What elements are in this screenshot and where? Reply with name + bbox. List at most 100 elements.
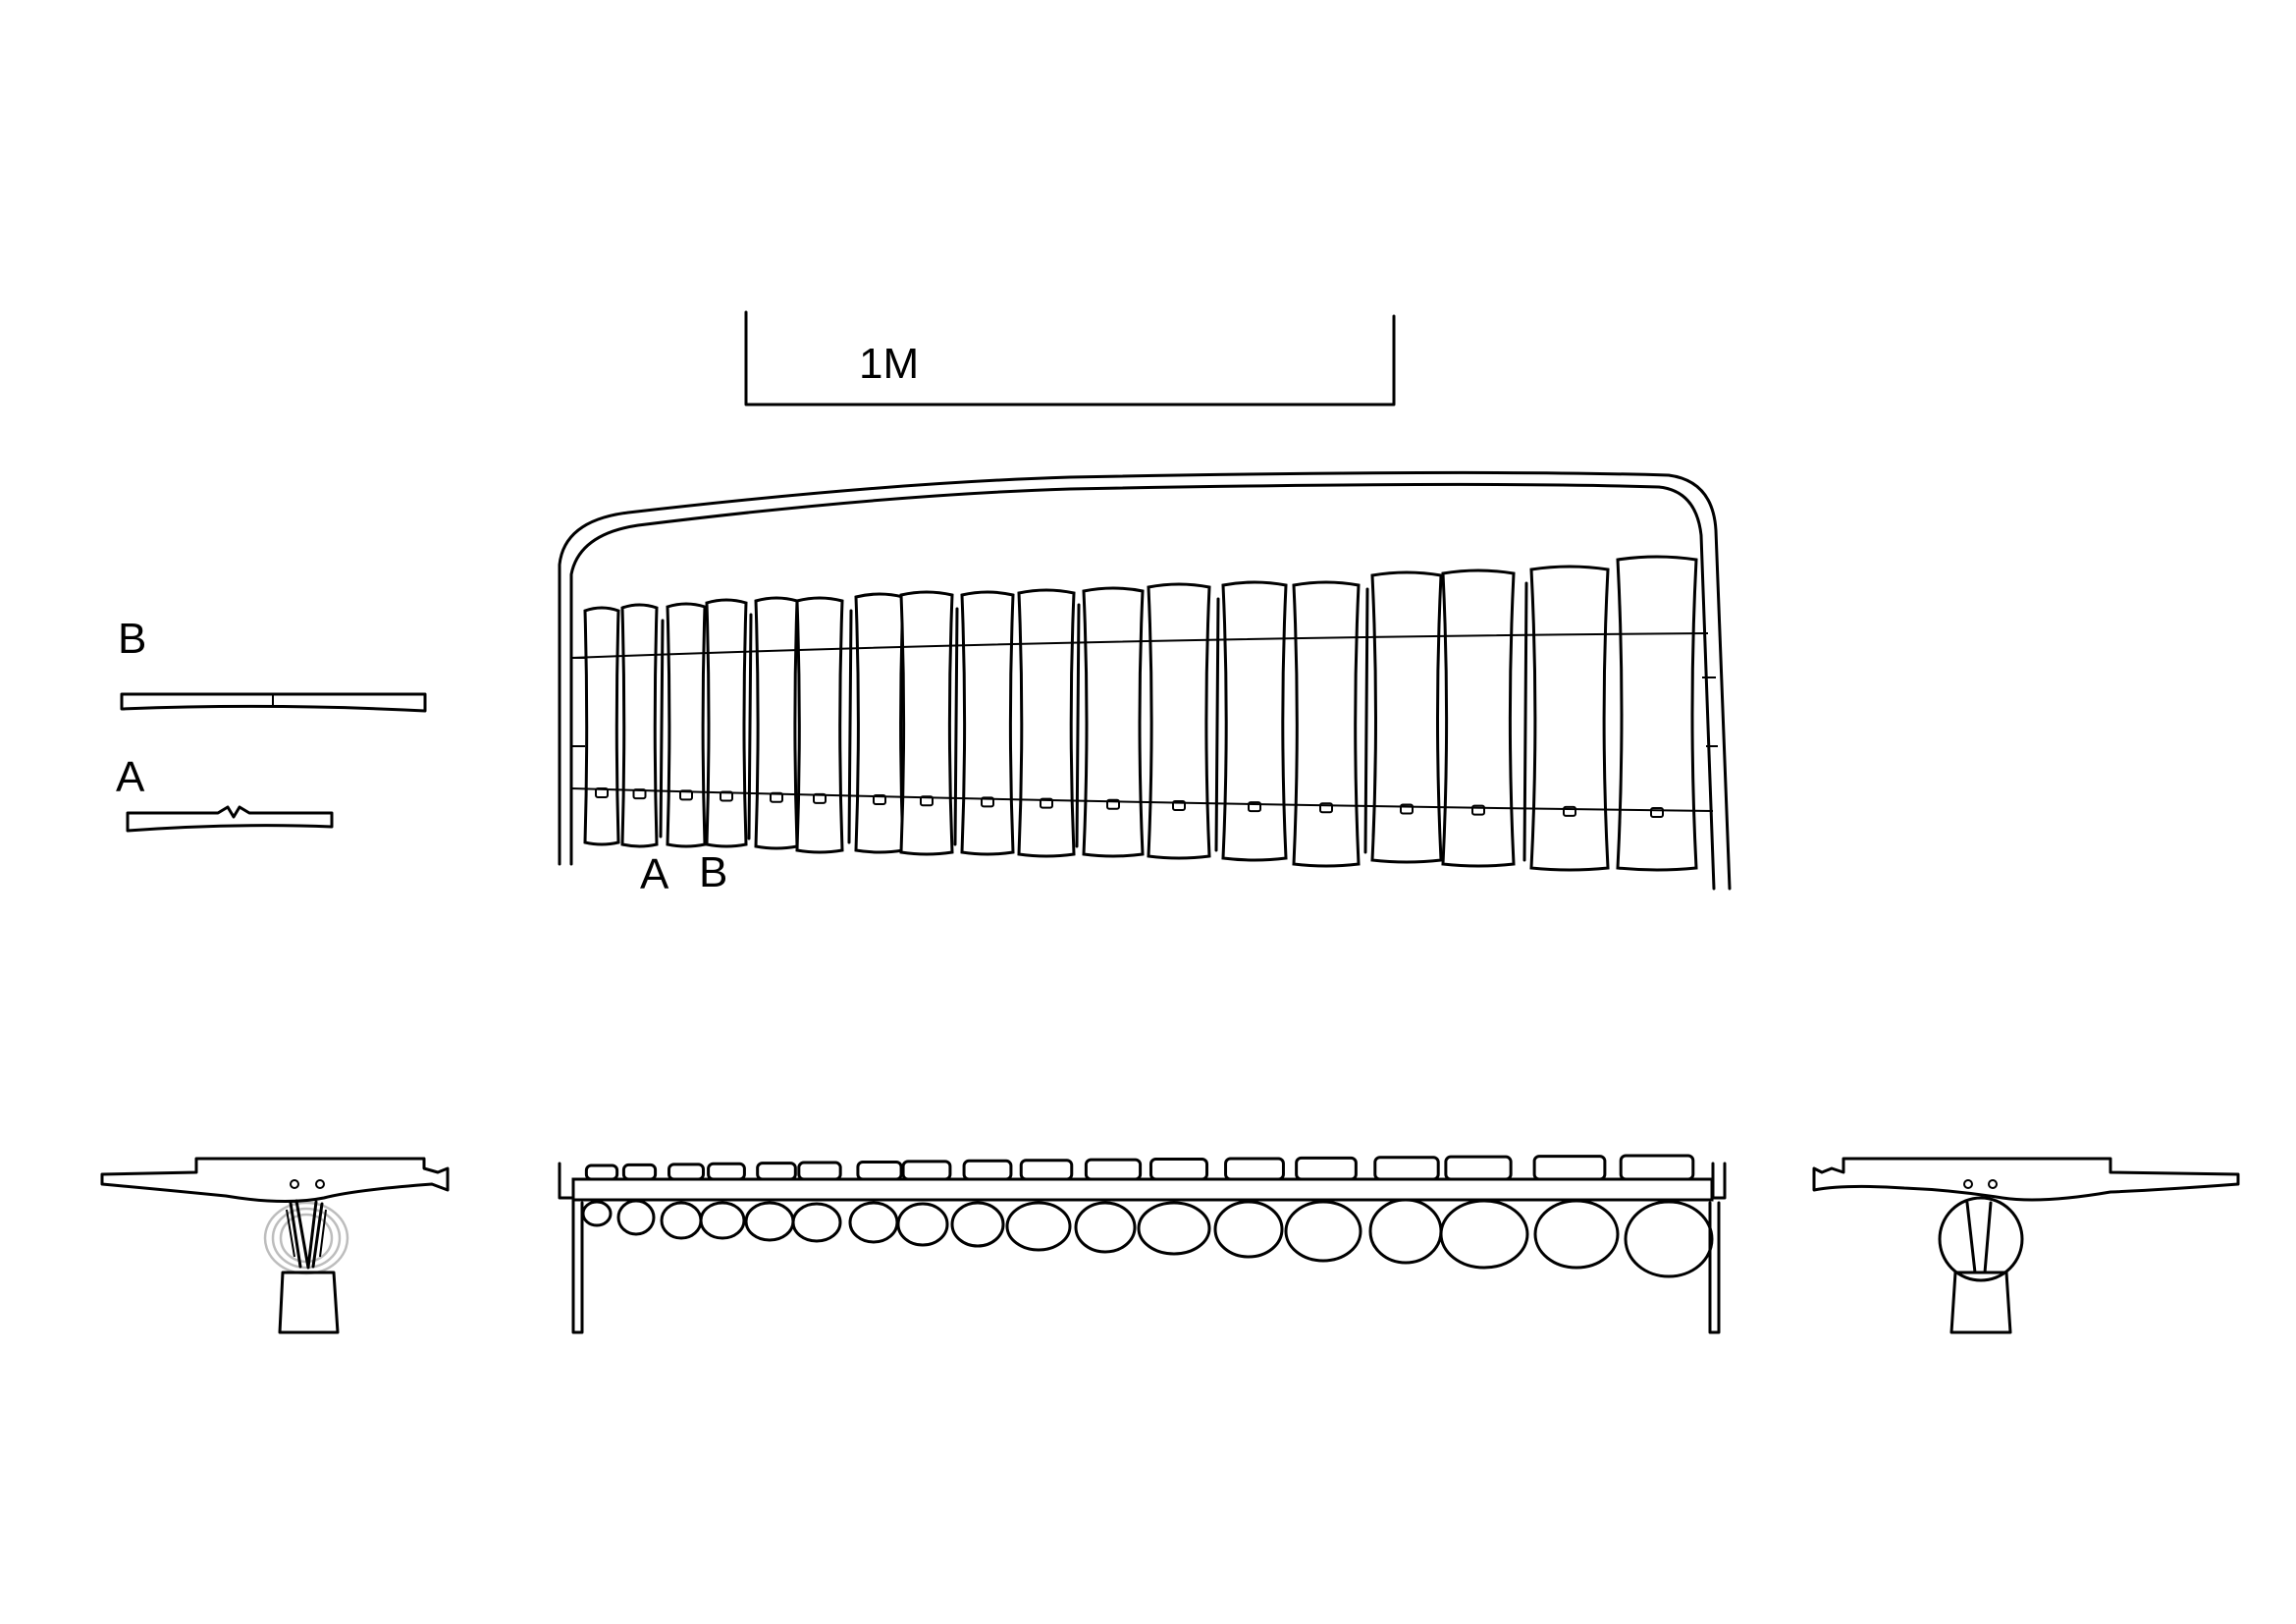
frame-rail-front: [571, 1177, 1714, 1202]
plan-view: A B: [558, 470, 1732, 898]
plan-key: [1616, 555, 1698, 872]
section-a-profile: [126, 805, 334, 833]
section-details: B A: [116, 615, 427, 833]
gourd: [581, 1200, 613, 1227]
key-peg: [1400, 803, 1414, 815]
gourd: [699, 1201, 746, 1240]
front-key: [621, 1163, 658, 1181]
side-right-key: [1812, 1157, 2240, 1202]
side-right-struts: [1965, 1201, 1993, 1274]
plan-key: [754, 596, 799, 850]
front-key: [962, 1159, 1013, 1181]
gourd: [1284, 1200, 1362, 1263]
front-key: [667, 1163, 705, 1181]
front-key: [901, 1160, 952, 1181]
front-key: [1148, 1158, 1209, 1181]
side-left-leg: [278, 1271, 340, 1334]
gourd: [791, 1202, 842, 1243]
gourd: [848, 1201, 899, 1244]
key-peg: [1172, 799, 1186, 811]
plan-key: [705, 598, 748, 848]
plan-key: [960, 590, 1015, 856]
plan-key: [620, 603, 659, 848]
gourd: [950, 1201, 1005, 1248]
front-key: [1019, 1159, 1074, 1181]
section-label-a: A: [116, 753, 145, 801]
callout-a: A: [640, 850, 669, 898]
front-key: [856, 1160, 903, 1181]
gourd: [1005, 1201, 1072, 1252]
plan-key: [795, 596, 844, 854]
gourd: [744, 1201, 795, 1242]
key-peg: [1040, 797, 1053, 809]
front-key: [756, 1162, 797, 1181]
callout-b: B: [699, 848, 727, 896]
plan-key: [1221, 580, 1288, 862]
front-key: [1532, 1155, 1607, 1181]
gourd: [896, 1202, 949, 1247]
scale-bar-line: [744, 310, 1396, 406]
key-peg: [873, 794, 886, 806]
key-separator: [747, 613, 753, 840]
front-key: [1295, 1156, 1358, 1181]
plan-key: [854, 592, 905, 854]
plan-key: [899, 590, 954, 856]
key-separator: [847, 609, 853, 844]
mount-hole: [315, 1179, 325, 1189]
plan-key: [583, 606, 620, 846]
scale-bar-label: 1M: [859, 340, 919, 388]
section-b-profile: [120, 692, 427, 713]
gourds: [581, 1198, 1714, 1278]
plan-key: [1370, 570, 1443, 864]
front-key: [1084, 1158, 1143, 1181]
key-separator: [1522, 581, 1528, 862]
plan-key: [1441, 568, 1516, 868]
side-right-gourd: [1938, 1196, 2024, 1282]
plan-keys: [583, 555, 1698, 872]
gourd: [1624, 1200, 1714, 1278]
gourd: [1074, 1201, 1137, 1254]
gourd-wire-loops: [263, 1199, 349, 1275]
front-key: [1373, 1156, 1440, 1181]
front-elevation: [558, 1154, 1727, 1334]
front-key: [1444, 1155, 1513, 1181]
key-peg: [1563, 805, 1576, 817]
gourd: [1368, 1198, 1443, 1265]
plan-key: [1529, 565, 1610, 872]
key-peg: [981, 796, 994, 808]
key-separator: [1363, 587, 1369, 854]
front-key: [707, 1162, 746, 1181]
key-separator: [1214, 597, 1220, 852]
gourd: [1213, 1200, 1284, 1259]
plan-key: [1017, 588, 1076, 858]
front-keys: [584, 1154, 1695, 1181]
key-separator: [953, 607, 959, 846]
side-elevation-right: [1812, 1157, 2240, 1334]
key-peg: [1248, 801, 1261, 813]
gourd: [1533, 1199, 1620, 1270]
front-key: [1224, 1157, 1285, 1181]
gourd: [616, 1199, 656, 1236]
front-key: [797, 1161, 842, 1181]
key-peg: [1106, 798, 1120, 810]
side-elevation-left: [100, 1157, 450, 1334]
key-separator: [1075, 603, 1081, 848]
section-label-b: B: [118, 615, 146, 663]
mount-hole: [1963, 1179, 1973, 1189]
plan-key: [1082, 586, 1145, 858]
key-peg: [920, 795, 934, 807]
key-separator: [659, 619, 665, 839]
gourd: [1439, 1199, 1529, 1270]
upper-string: [570, 632, 1709, 659]
front-key: [1619, 1154, 1695, 1181]
side-left-key: [100, 1157, 450, 1204]
mount-hole: [290, 1179, 299, 1189]
key-peg: [1319, 802, 1333, 814]
plan-key: [1147, 582, 1211, 860]
mount-hole: [1988, 1179, 1998, 1189]
scale-bar: 1M: [744, 310, 1396, 406]
gourd: [660, 1201, 703, 1240]
side-right-leg: [1949, 1271, 2012, 1334]
frame-inner: [569, 482, 1716, 891]
